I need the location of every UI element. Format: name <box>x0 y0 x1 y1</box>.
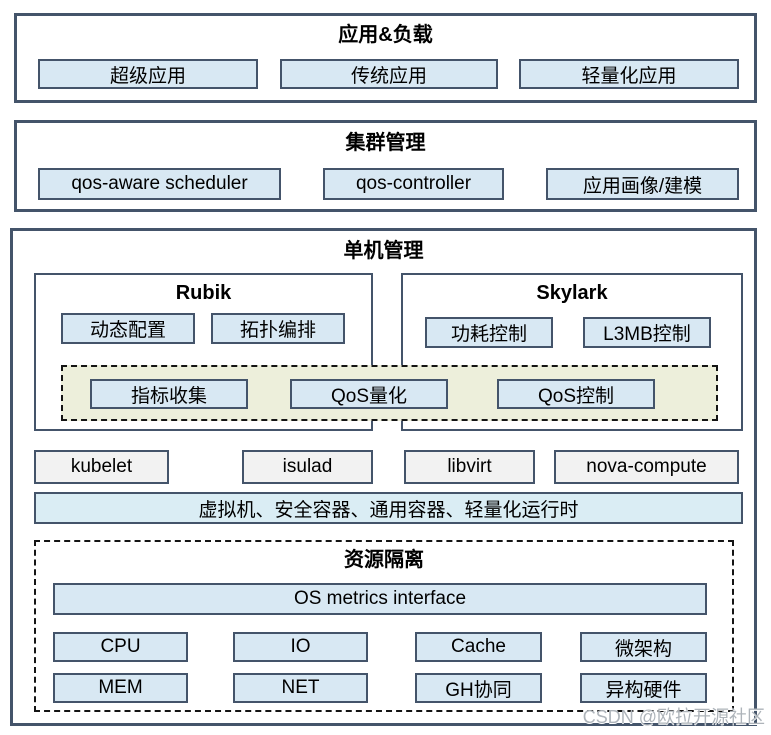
section-app-load-title: 应用&负载 <box>338 24 433 46</box>
box-metrics-collection: 指标收集 <box>90 379 248 409</box>
section-cluster-mgmt: 集群管理 qos-aware scheduler qos-controller … <box>14 120 757 212</box>
section-node-mgmt: 单机管理 Rubik 动态配置 拓扑编排 Skylark 功耗控制 L3MB控制… <box>10 228 757 726</box>
box-lightweight-app: 轻量化应用 <box>519 59 739 89</box>
bar-os-metrics-interface: OS metrics interface <box>53 583 707 615</box>
box-l3mb-control: L3MB控制 <box>583 317 711 348</box>
box-nova-compute: nova-compute <box>554 450 739 484</box>
box-cache: Cache <box>415 632 542 662</box>
box-mem: MEM <box>53 673 188 703</box>
box-heterogeneous-hw: 异构硬件 <box>580 673 707 703</box>
box-net: NET <box>233 673 368 703</box>
box-dynamic-config: 动态配置 <box>61 313 195 344</box>
box-qos-quantification: QoS量化 <box>290 379 448 409</box>
box-microarch: 微架构 <box>580 632 707 662</box>
box-io: IO <box>233 632 368 662</box>
group-resource-isolation: 资源隔离 OS metrics interface CPU IO Cache 微… <box>34 540 734 712</box>
csdn-watermark: CSDN @欧拉开源社区 <box>582 707 765 727</box>
box-gh-cooperation: GH协同 <box>415 673 542 703</box>
box-qos-controller: qos-controller <box>323 168 504 200</box>
group-resource-isolation-title: 资源隔离 <box>344 549 424 571</box>
box-qos-control: QoS控制 <box>497 379 655 409</box>
box-kubelet: kubelet <box>34 450 169 484</box>
box-libvirt: libvirt <box>404 450 535 484</box>
group-rubik-title: Rubik <box>175 282 232 304</box>
box-cpu: CPU <box>53 632 188 662</box>
box-super-app: 超级应用 <box>38 59 258 89</box>
box-isulad: isulad <box>242 450 373 484</box>
section-node-mgmt-title: 单机管理 <box>343 240 424 262</box>
section-cluster-mgmt-title: 集群管理 <box>345 132 426 154</box>
band-qos: 指标收集 QoS量化 QoS控制 <box>61 365 718 421</box>
group-skylark-title: Skylark <box>536 282 608 304</box>
box-power-control: 功耗控制 <box>425 317 553 348</box>
section-app-load: 应用&负载 超级应用 传统应用 轻量化应用 <box>14 13 757 103</box>
box-traditional-app: 传统应用 <box>280 59 498 89</box>
box-topology-orchestration: 拓扑编排 <box>211 313 345 344</box>
box-app-profiling: 应用画像/建模 <box>546 168 739 200</box>
box-qos-aware-scheduler: qos-aware scheduler <box>38 168 281 200</box>
bar-runtimes: 虚拟机、安全容器、通用容器、轻量化运行时 <box>34 492 743 524</box>
